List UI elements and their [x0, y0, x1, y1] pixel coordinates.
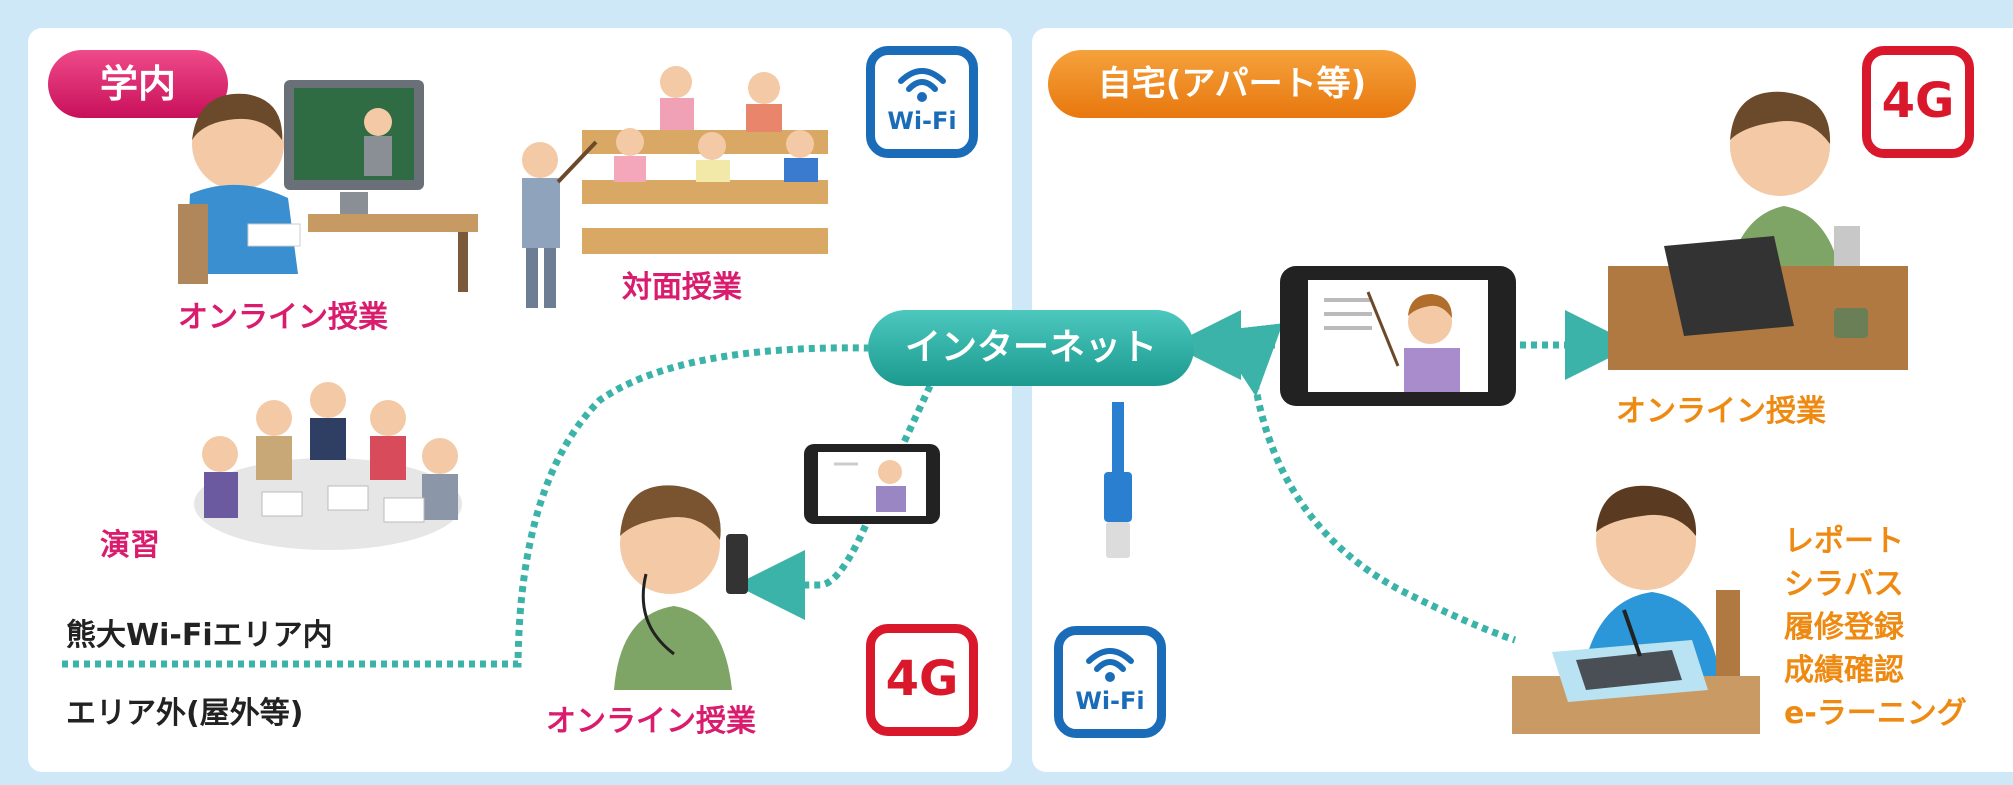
line-internet-to-phone	[735, 384, 934, 620]
exercise-label: 演習	[100, 528, 160, 563]
classroom-illustration	[522, 66, 828, 308]
home-section-title: 自宅(アパート等)	[1048, 50, 1416, 118]
wifi-badge-text: Wi-Fi	[887, 107, 957, 135]
line-internet-to-student	[1213, 323, 1517, 644]
4g-badge-mobile: 4G	[866, 624, 978, 736]
line-campus-wifi-area	[62, 344, 869, 668]
tablet-lecture-illustration	[1280, 266, 1516, 406]
student-monitor-illustration	[178, 80, 478, 292]
wifi-area-in-label: 熊大Wi-Fiエリア内	[66, 618, 333, 653]
service-grade-check: 成績確認	[1784, 653, 1904, 688]
service-e-learning: e-ラーニング	[1784, 696, 1967, 731]
area-outside-label: エリア外(屋外等)	[66, 696, 304, 731]
wifi-badge-home: Wi-Fi	[1054, 626, 1166, 738]
wifi-icon	[898, 68, 946, 102]
internet-label: インターネット	[868, 310, 1194, 386]
wifi-icon	[1086, 648, 1134, 682]
online-class-home-label: オンライン授業	[1616, 394, 1826, 429]
campus-section-title: 学内	[48, 50, 228, 118]
online-class-mobile-label: オンライン授業	[546, 704, 756, 739]
campus-panel	[28, 28, 1012, 772]
online-class-campus-label: オンライン授業	[178, 300, 388, 335]
lan-cable-icon	[1104, 402, 1132, 558]
laptop-user-illustration	[1608, 91, 1908, 370]
4g-badge-home: 4G	[1862, 46, 1974, 158]
wifi-badge-campus: Wi-Fi	[866, 46, 978, 158]
4g-badge-text: 4G	[885, 651, 959, 707]
group-exercise-illustration	[194, 382, 462, 550]
phone-user-illustration	[614, 485, 748, 690]
phone-screen-illustration	[804, 444, 940, 524]
service-course-registration: 履修登録	[1784, 610, 1904, 645]
home-panel	[1032, 28, 2013, 772]
service-syllabus: シラバス	[1784, 567, 1904, 602]
home-services-list: レポート シラバス 履修登録 成績確認 e-ラーニング	[1784, 520, 1967, 735]
face-to-face-class-label: 対面授業	[622, 270, 742, 305]
service-report: レポート	[1784, 524, 1904, 559]
student-tablet-illustration	[1512, 485, 1760, 734]
4g-badge-text: 4G	[1881, 73, 1955, 129]
wifi-badge-text: Wi-Fi	[1075, 687, 1145, 715]
